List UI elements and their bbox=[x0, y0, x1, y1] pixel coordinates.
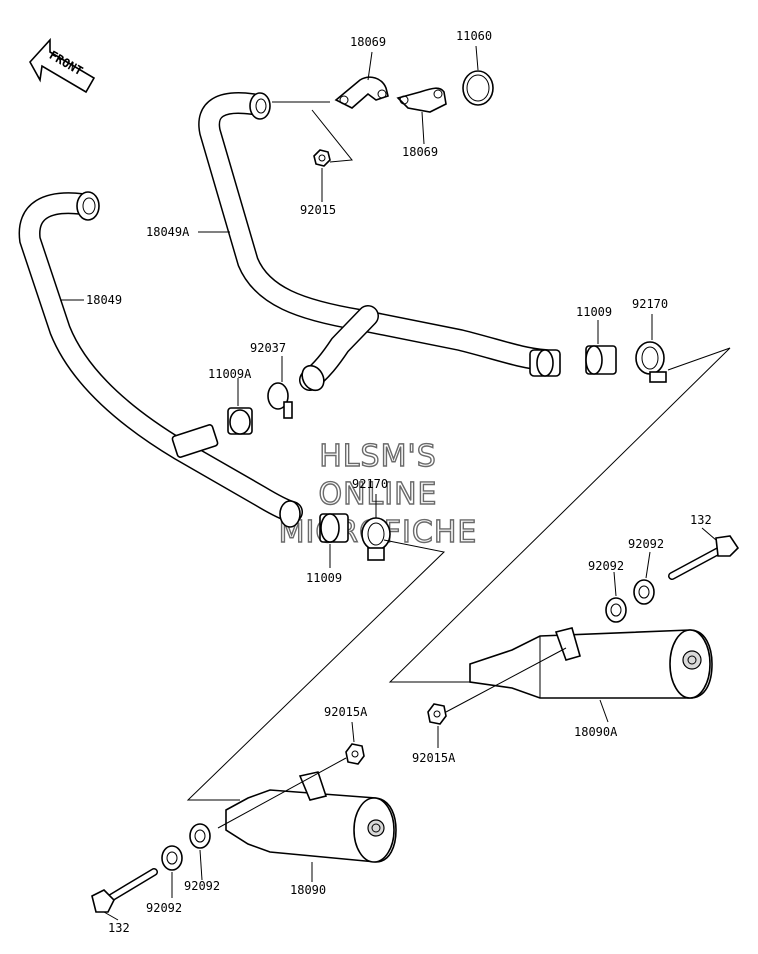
collar-92092-left-a bbox=[161, 845, 183, 871]
label-92092-right-2: 92092 bbox=[588, 559, 624, 573]
label-92170-mid: 92170 bbox=[352, 477, 388, 491]
clamp-92037 bbox=[267, 382, 293, 419]
label-18049: 18049 bbox=[86, 293, 122, 307]
collar-92092-right-a bbox=[633, 579, 655, 605]
bolt-132-left bbox=[91, 868, 158, 913]
label-18069-top: 18069 bbox=[350, 35, 386, 49]
leader-nut-left bbox=[217, 757, 347, 829]
label-132-right: 132 bbox=[690, 513, 712, 527]
muffler-18090A bbox=[469, 627, 713, 699]
label-132-left: 132 bbox=[108, 921, 130, 935]
leader-right-muffler bbox=[388, 347, 731, 683]
gasket-11009-mid bbox=[319, 513, 349, 543]
label-92092-left-1: 92092 bbox=[184, 879, 220, 893]
label-11009A: 11009A bbox=[208, 367, 252, 381]
collar-92092-right-b bbox=[605, 597, 627, 623]
label-18090A: 18090A bbox=[574, 725, 618, 739]
label-92092-right-1: 92092 bbox=[628, 537, 664, 551]
label-92015A-right: 92015A bbox=[412, 751, 456, 765]
leader-nut-92015 bbox=[311, 109, 353, 163]
label-92170-right: 92170 bbox=[632, 297, 668, 311]
label-11009-right: 11009 bbox=[576, 305, 612, 319]
watermark-line-2: ONLINE bbox=[318, 477, 437, 512]
leader-nut-right bbox=[445, 647, 567, 713]
nut-92015A-left bbox=[345, 743, 365, 765]
label-11060: 11060 bbox=[456, 29, 492, 43]
clamp-92170-mid bbox=[361, 517, 391, 561]
watermark-line-1: HLSM'S bbox=[319, 439, 437, 474]
leader-left-muffler bbox=[186, 539, 446, 801]
exhaust-pipe-18049A bbox=[198, 92, 561, 392]
label-18090: 18090 bbox=[290, 883, 326, 897]
label-leaders bbox=[60, 45, 717, 921]
nut-92015A-right bbox=[427, 703, 447, 725]
label-18069-bottom: 18069 bbox=[402, 145, 438, 159]
front-arrow-icon: FRONT bbox=[29, 37, 96, 94]
label-92037: 92037 bbox=[250, 341, 286, 355]
muffler-18090 bbox=[225, 771, 397, 863]
label-11009-mid: 11009 bbox=[306, 571, 342, 585]
nut-92015 bbox=[313, 149, 331, 167]
bolt-132-right bbox=[668, 535, 740, 580]
flange-18069-b bbox=[396, 87, 447, 113]
gasket-11060 bbox=[462, 70, 494, 106]
label-92015A-left: 92015A bbox=[324, 705, 368, 719]
label-92015: 92015 bbox=[300, 203, 336, 217]
flange-18069-a bbox=[334, 76, 389, 109]
exhaust-pipe-18049 bbox=[18, 191, 303, 528]
collar-92092-left-b bbox=[189, 823, 211, 849]
part-labels: 18069 11060 18069 92015 18049A 18049 920… bbox=[86, 29, 712, 935]
clamp-92170-right bbox=[635, 341, 667, 383]
label-92092-left-2: 92092 bbox=[146, 901, 182, 915]
gasket-11009A bbox=[227, 407, 253, 435]
gasket-11009-right bbox=[585, 345, 617, 375]
label-18049A: 18049A bbox=[146, 225, 190, 239]
